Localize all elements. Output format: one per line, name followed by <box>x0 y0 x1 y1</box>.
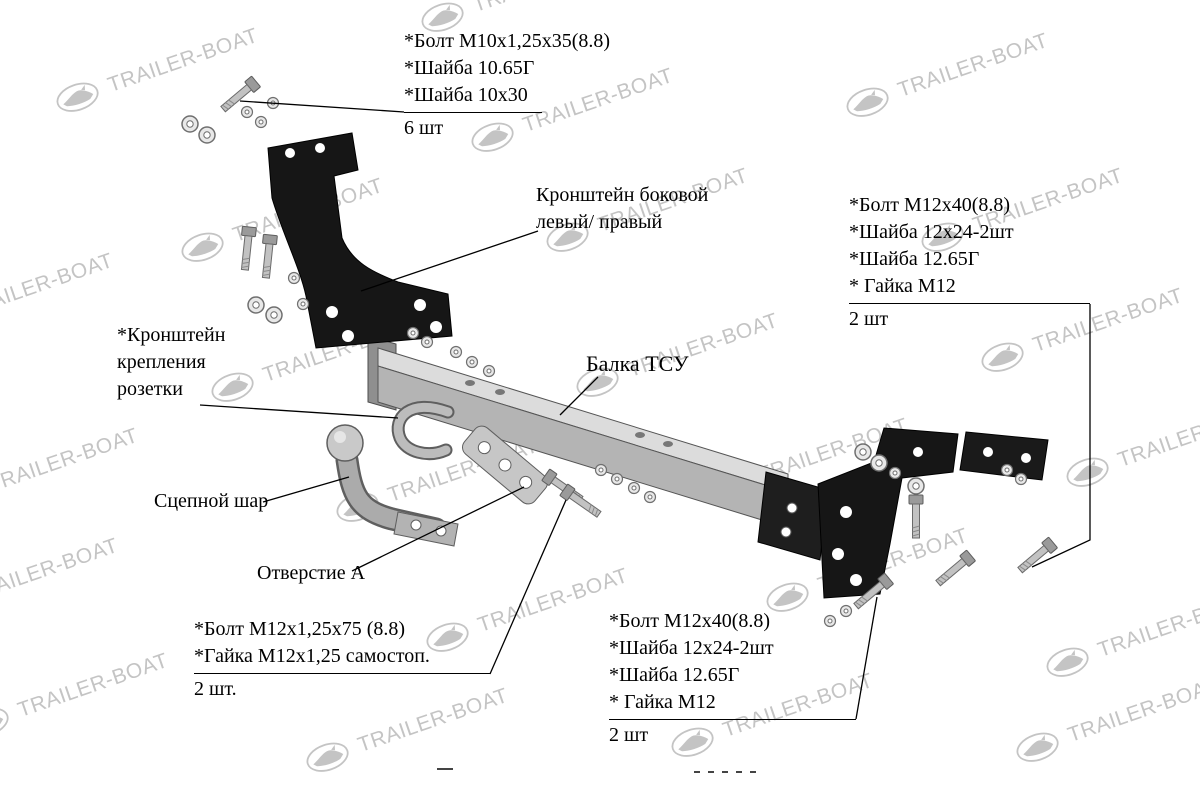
label-line: *Гайка М12х1,25 самостоп. <box>194 645 430 667</box>
leader-bottom-right-kit <box>855 596 878 720</box>
fraction-line <box>194 673 490 674</box>
label-hitch-ball: Сцепной шар <box>154 490 269 512</box>
leader-right-kit <box>1031 304 1091 568</box>
leader-top-kit <box>239 100 405 113</box>
leader-side-bracket <box>360 230 539 292</box>
label-line: *Кронштейн <box>117 324 226 346</box>
right-side-bracket <box>817 427 1049 599</box>
fraction-line <box>404 112 542 113</box>
label-bottom-left-bolt-kit: *Болт М12х1,25х75 (8.8) *Гайка М12х1,25 … <box>194 616 490 703</box>
label-right-bolt-kit: *Болт М12х40(8.8) *Шайба 12х24-2шт *Шайб… <box>849 192 1090 333</box>
label-qty: 2 шт <box>849 308 889 330</box>
left-side-bracket <box>267 132 453 349</box>
label-line: *Болт М10х1,25х35(8.8) <box>404 30 611 52</box>
label-qty: 6 шт <box>404 117 444 139</box>
leader-lines <box>199 100 1091 720</box>
label-line: *Шайба 12.65Г <box>609 664 740 686</box>
leader-bottom-left-kit <box>489 499 567 675</box>
label-qty: 2 шт <box>609 724 649 746</box>
bottom-tick-marks <box>437 768 762 773</box>
socket-bracket <box>391 400 455 460</box>
label-socket-bracket: *Кронштейн крепления розетки <box>117 322 225 403</box>
label-line: *Болт М12х1,25х75 (8.8) <box>194 618 406 640</box>
leader-socket-bracket <box>199 404 399 419</box>
beam-end-plate <box>757 471 829 561</box>
label-line: *Шайба 12х24-2шт <box>849 221 1014 243</box>
leader-hole-a <box>351 486 525 572</box>
fraction-line <box>609 719 856 720</box>
label-line: *Шайба 12х24-2шт <box>609 637 774 659</box>
label-beam: Балка ТСУ <box>586 351 689 376</box>
label-line: *Болт М12х40(8.8) <box>609 610 771 632</box>
label-bottom-right-bolt-kit: *Болт М12х40(8.8) *Шайба 12х24-2шт *Шайб… <box>609 608 856 749</box>
label-line: * Гайка М12 <box>609 691 716 713</box>
label-top-bolt-kit: *Болт М10х1,25х35(8.8) *Шайба 10.65Г *Ша… <box>404 28 610 142</box>
label-hole-a: Отверстие А <box>257 562 366 584</box>
label-line: *Болт М12х40(8.8) <box>849 194 1011 216</box>
leader-hitch-ball <box>262 476 350 503</box>
fraction-line <box>849 303 1090 304</box>
label-line: Кронштейн боковой <box>536 184 709 206</box>
label-line: * Гайка М12 <box>849 275 956 297</box>
label-qty: 2 шт. <box>194 678 237 700</box>
leader-beam <box>559 376 599 416</box>
tow-beam <box>367 335 829 561</box>
center-plate <box>462 425 548 505</box>
label-line: левый/ правый <box>536 211 663 233</box>
label-line: *Шайба 10.65Г <box>404 57 535 79</box>
hitch-ball <box>326 424 459 547</box>
label-line: розетки <box>117 378 183 400</box>
label-line: крепления <box>117 351 206 373</box>
label-line: *Шайба 12.65Г <box>849 248 980 270</box>
label-side-bracket: Кронштейн боковой левый/ правый <box>536 182 708 236</box>
label-line: *Шайба 10х30 <box>404 84 528 106</box>
